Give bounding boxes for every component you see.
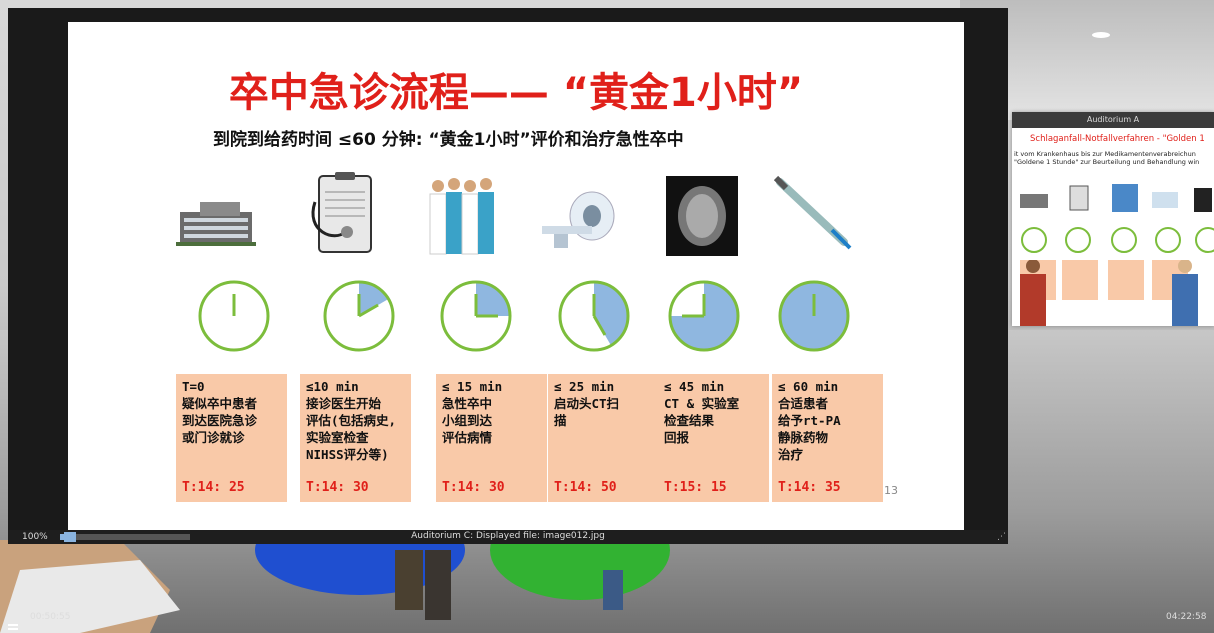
clock-icon <box>778 280 850 352</box>
mini-slide-graphics <box>1020 184 1214 300</box>
step-timestamp: T:15: 15 <box>664 480 727 495</box>
clock-icon <box>668 280 740 352</box>
mini-clipboard-icon <box>1069 185 1089 211</box>
time-right: 04:22:58 <box>1166 612 1207 622</box>
clock-icon <box>323 280 395 352</box>
clock-ring <box>323 280 395 352</box>
step-time: ≤10 min <box>306 379 359 394</box>
step-box: ≤ 15 min 急性卒中 小组到达 评估病情 T:14: 30 <box>436 374 547 502</box>
step-description: 疑似卒中患者 到达医院急诊 或门诊就诊 <box>182 396 258 445</box>
displayed-file-label: Auditorium C: Displayed file: image012.j… <box>411 531 605 541</box>
menu-icon[interactable] <box>8 624 18 630</box>
progress-knob[interactable] <box>63 532 76 542</box>
clock-icon <box>558 280 630 352</box>
clock-ring <box>668 280 740 352</box>
mini-ct-icon <box>1152 192 1178 208</box>
brain-scan-icon <box>666 176 738 256</box>
clock-fill <box>359 282 389 316</box>
mini-clock <box>1065 227 1091 253</box>
step-time: ≤ 15 min <box>442 379 503 394</box>
avatar-red-top <box>1020 274 1046 326</box>
ceiling-light <box>1092 32 1110 38</box>
step-time: ≤ 45 min <box>664 379 725 394</box>
ct-scanner-icon <box>542 191 615 248</box>
step-timestamp: T:14: 30 <box>306 480 369 495</box>
mini-step-box <box>1108 260 1144 300</box>
clock-fill <box>476 282 510 316</box>
progress-slider[interactable] <box>60 532 190 542</box>
step-box: ≤10 min 接诊医生开始 评估(包括病史, 实验室检查 NIHSS评分等) … <box>300 374 411 502</box>
step-time: ≤ 60 min <box>778 379 839 394</box>
step-description: 合适患者 给予rt-PA 静脉药物 治疗 <box>778 396 841 462</box>
hospital-building-icon <box>176 202 256 246</box>
step-box: ≤ 45 min CT & 实验室 检查结果 回报 T:15: 15 <box>658 374 769 502</box>
mini-hospital-icon <box>1020 194 1048 208</box>
step-time: ≤ 25 min <box>554 379 615 394</box>
avatar-head <box>1026 260 1040 273</box>
auditorium-a-screen[interactable]: Auditorium A Schlaganfall-Notfallverfahr… <box>1012 112 1214 326</box>
mini-brain-icon <box>1194 188 1212 212</box>
step-box: ≤ 25 min 启动头CT扫 描 T:14: 50 <box>548 374 659 502</box>
clock-ring <box>440 280 512 352</box>
green-chair <box>490 530 670 600</box>
step-timestamp: T:14: 35 <box>778 480 841 495</box>
page-number: 13 <box>884 484 898 497</box>
clock-icon <box>198 280 270 352</box>
mini-subtitle-line2: "Goldene 1 Stunde" zur Beurteilung und B… <box>1014 158 1200 166</box>
step-description: 接诊医生开始 评估(包括病史, 实验室检查 NIHSS评分等) <box>306 396 397 462</box>
step-description: 启动头CT扫 描 <box>554 396 620 428</box>
time-left: 00:50:55 <box>30 612 71 622</box>
clock-ring <box>558 280 630 352</box>
step-time: T=0 <box>182 379 205 394</box>
step-timestamp: T:14: 30 <box>442 480 505 495</box>
step-timestamp: T:14: 25 <box>182 480 245 495</box>
avatar-head <box>1178 260 1192 273</box>
slide-subtitle: 到院到给药时间 ≤60 分钟: “黄金1小时”评价和治疗急性卒中 <box>213 130 684 150</box>
step-timestamp: T:14: 50 <box>554 480 617 495</box>
step-box: ≤ 60 min 合适患者 给予rt-PA 静脉药物 治疗 T:14: 35 <box>772 374 883 502</box>
mini-clock <box>1111 227 1137 253</box>
step-description: 急性卒中 小组到达 评估病情 <box>442 396 493 445</box>
avatar-legs <box>603 570 623 610</box>
clock-hand <box>358 303 379 318</box>
clock-ring <box>198 280 270 352</box>
clock-icon <box>440 280 512 352</box>
syringe-icon <box>774 175 852 250</box>
mini-clock <box>1195 227 1214 253</box>
step-box: T=0 疑似卒中患者 到达医院急诊 或门诊就诊 T:14: 25 <box>176 374 287 502</box>
zoom-level[interactable]: 100% <box>22 532 48 542</box>
clock-ring <box>778 280 850 352</box>
clipboard-stethoscope-icon <box>311 172 372 253</box>
mini-team-icon <box>1112 184 1138 212</box>
mini-clock <box>1155 227 1181 253</box>
step-description: CT & 实验室 检查结果 回报 <box>664 396 740 445</box>
mini-subtitle-line1: it vom Krankenhaus bis zur Medikamentenv… <box>1014 150 1196 158</box>
medical-team-icon <box>429 178 494 255</box>
auditorium-c-screen[interactable]: 卒中急诊流程—— “黄金1小时” 到院到给药时间 ≤60 分钟: “黄金1小时”… <box>8 8 1008 530</box>
avatar-blue-top <box>1172 274 1198 326</box>
avatar-legs <box>395 550 423 610</box>
resize-grip-icon[interactable]: ⋰ <box>997 532 1006 542</box>
chairs-and-avatars <box>0 530 670 633</box>
mini-screen-header: Auditorium A <box>1012 112 1214 128</box>
mini-step-box <box>1062 260 1098 300</box>
avatar-legs <box>425 550 451 620</box>
mini-screen-subtitle: it vom Krankenhaus bis zur Medikamentenv… <box>1014 150 1199 166</box>
presentation-slide: 卒中急诊流程—— “黄金1小时” 到院到给药时间 ≤60 分钟: “黄金1小时”… <box>68 22 964 530</box>
slide-title: 卒中急诊流程—— “黄金1小时” <box>228 70 804 116</box>
mini-screen-title: Schlaganfall-Notfallverfahren - "Golden … <box>1030 134 1205 144</box>
clock-hand <box>592 315 607 336</box>
avatar-shirt <box>0 560 180 633</box>
mini-clock <box>1021 227 1047 253</box>
mini-avatars <box>1020 260 1198 326</box>
player-toolbar: 100% Auditorium C: Displayed file: image… <box>8 530 1008 544</box>
